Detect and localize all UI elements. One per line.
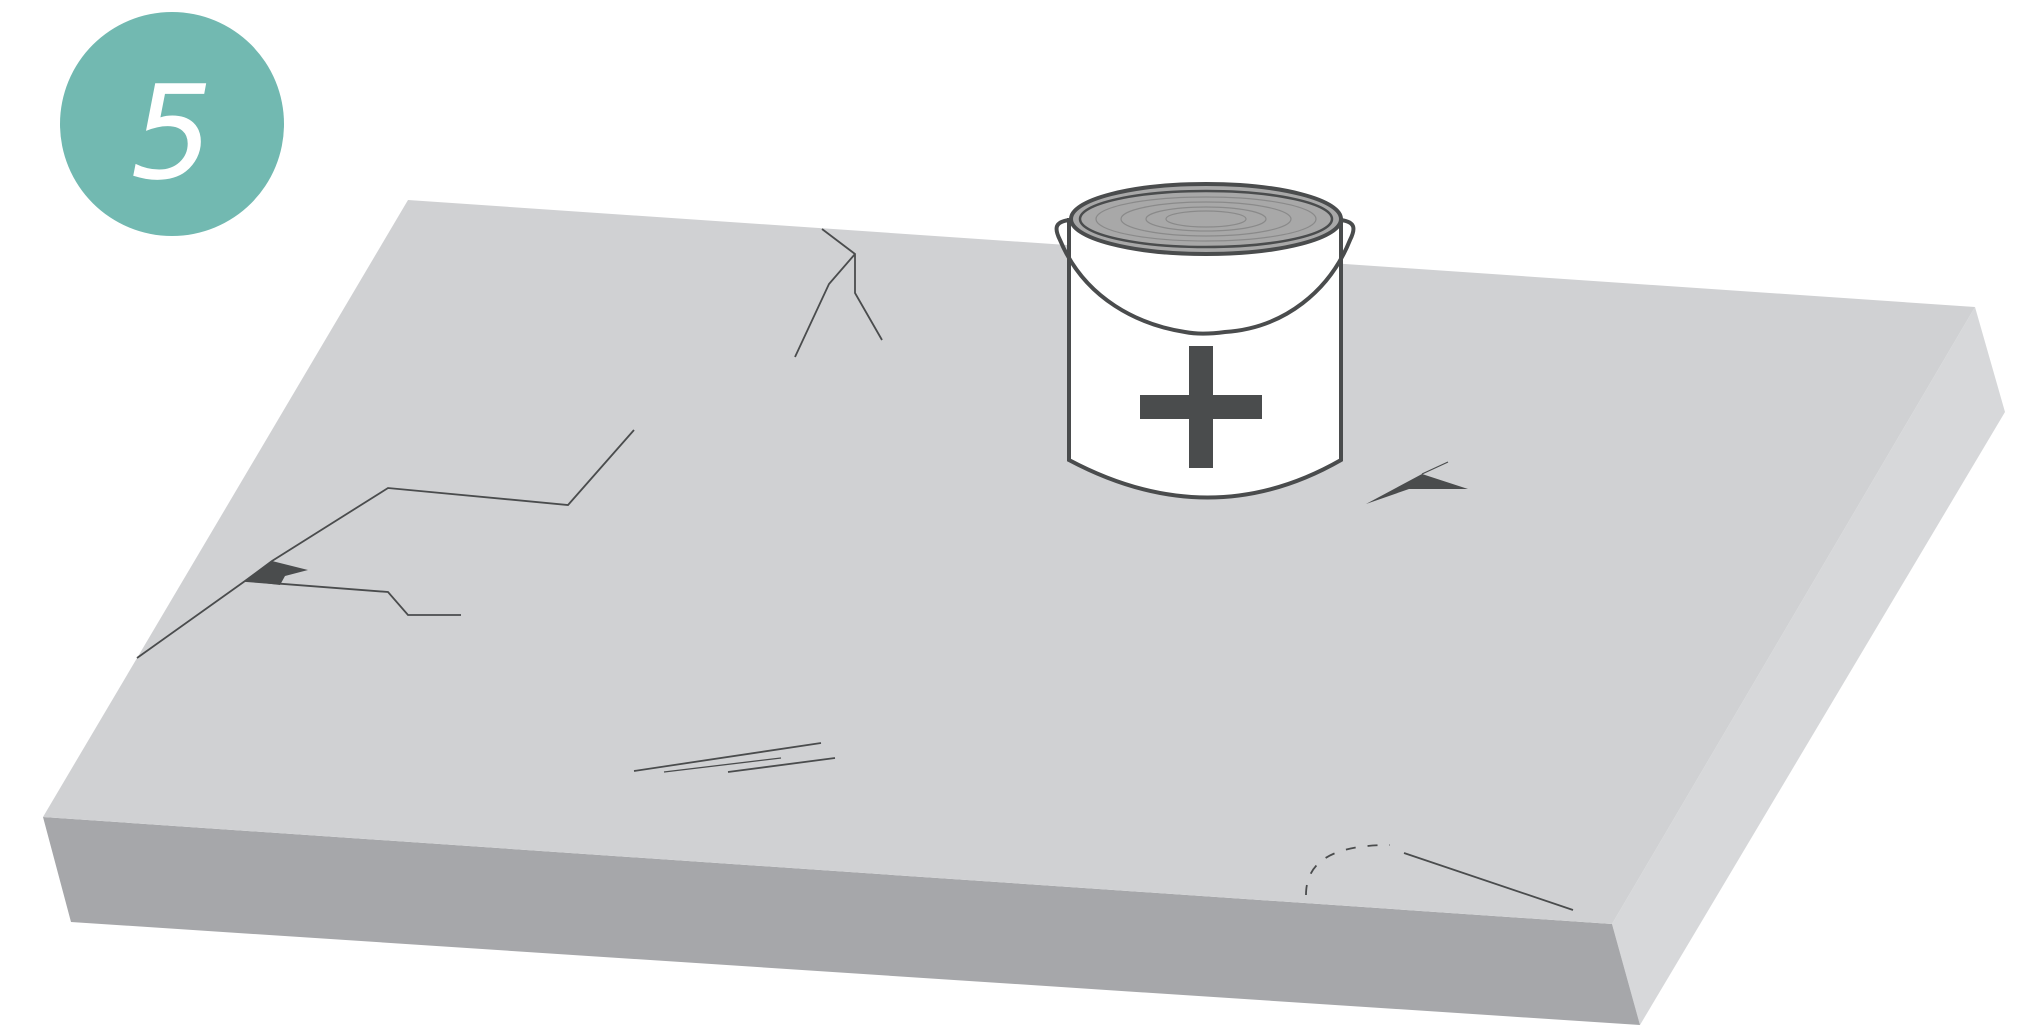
- scratch-bottom-center: [633, 742, 836, 773]
- step-badge-circle: [60, 12, 284, 236]
- crack-bottom-right: [1305, 844, 1574, 911]
- crack-left-branch: [244, 580, 461, 616]
- surface-damage: [136, 228, 1574, 911]
- can-handle: [1054, 218, 1356, 336]
- plus-icon: [1140, 346, 1262, 468]
- slab-front-face: [43, 817, 1640, 1025]
- crack-left-long: [136, 429, 635, 659]
- concrete-slab: [43, 200, 2005, 1025]
- can-lid: [1069, 182, 1343, 256]
- crack-left-chip: [245, 561, 308, 585]
- filler-can: [1054, 182, 1356, 500]
- crack-top-center: [794, 228, 883, 358]
- chip-right: [1366, 461, 1468, 504]
- slab-top-face: [43, 200, 1975, 924]
- slab-side-face: [1612, 307, 2005, 1025]
- can-lid-inner: [1078, 189, 1334, 249]
- step-number: 5: [131, 57, 214, 209]
- step-badge: 5: [60, 12, 284, 236]
